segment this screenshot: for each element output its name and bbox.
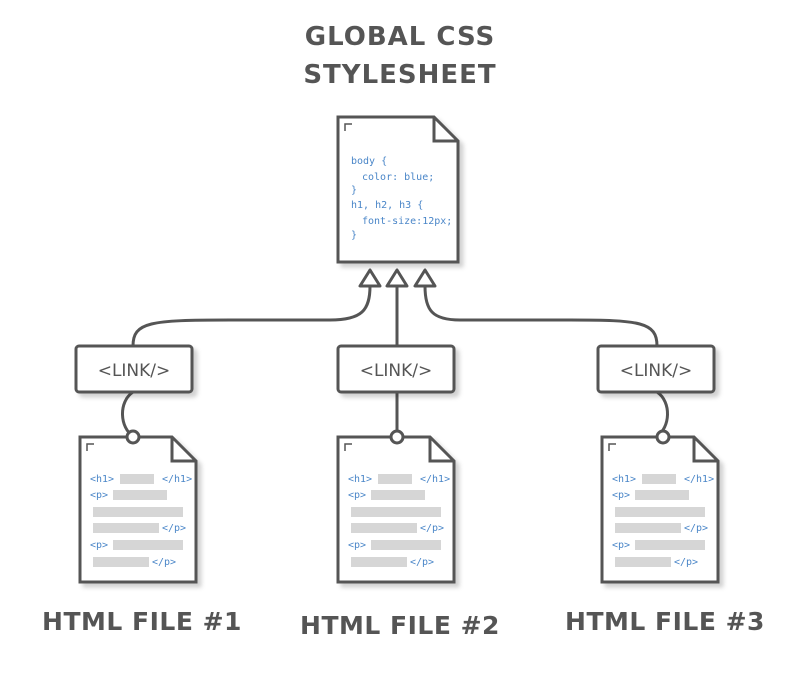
- html-document-1: <h1> </h1> <p> </p> <p> </p>: [78, 435, 198, 584]
- code-line-1: body {: [351, 156, 387, 167]
- stylesheet-code: body { color: blue; } h1, h2, h3 { font-…: [351, 156, 452, 241]
- arrowheads: [358, 268, 437, 288]
- link-label-2: <LINK/>: [360, 361, 433, 381]
- h1-open-tag: <h1>: [90, 474, 114, 485]
- html-document-2: <h1> </h1> <p> </p> <p> </p>: [336, 435, 456, 584]
- text-placeholders: [93, 474, 183, 567]
- connection-dots: [125, 429, 671, 445]
- link-box-2: <LINK/>: [336, 344, 456, 394]
- caption-html-file-2: HTML FILE #2: [300, 611, 500, 640]
- p-close-tag: </p>: [162, 523, 186, 534]
- p-open-tag: <p>: [612, 540, 630, 551]
- p-close-tag: </p>: [420, 523, 444, 534]
- link-label-3: <LINK/>: [620, 361, 693, 381]
- p-open-tag: <p>: [348, 540, 366, 551]
- connector-3: [423, 285, 659, 347]
- p-open-tag: <p>: [90, 490, 108, 501]
- html-document-3: <h1> </h1> <p> </p> <p> </p>: [600, 435, 720, 584]
- caption-html-file-3: HTML FILE #3: [565, 607, 765, 636]
- title-line-2: STYLESHEET: [303, 60, 497, 90]
- link-box-1: <LINK/>: [74, 344, 194, 394]
- link-box-3: <LINK/>: [596, 344, 716, 394]
- text-placeholders: [351, 474, 441, 567]
- stylesheet-document: body { color: blue; } h1, h2, h3 { font-…: [336, 115, 460, 264]
- h1-open-tag: <h1>: [612, 474, 636, 485]
- stylesheet-doc-fold: [432, 117, 458, 143]
- p-close-tag: </p>: [674, 557, 698, 568]
- h1-close-tag: </h1>: [162, 474, 192, 485]
- code-line-4: h1, h2, h3 {: [351, 200, 423, 211]
- link-label-1: <LINK/>: [98, 361, 171, 381]
- code-line-5: font-size:12px;: [362, 216, 452, 227]
- stylesheet-doc-shape: [336, 115, 460, 264]
- p-close-tag: </p>: [410, 557, 434, 568]
- code-line-6: }: [351, 230, 357, 241]
- caption-html-file-1: HTML FILE #1: [42, 607, 242, 636]
- stylesheet-doc-corner: [344, 123, 352, 131]
- p-open-tag: <p>: [612, 490, 630, 501]
- connection-dot-3: [655, 429, 671, 445]
- arrowhead-1: [358, 268, 382, 288]
- code-line-2: color: blue;: [362, 172, 434, 183]
- connection-dot-1: [125, 429, 141, 445]
- text-placeholders: [615, 474, 705, 567]
- p-open-tag: <p>: [348, 490, 366, 501]
- arrowhead-2: [385, 268, 409, 288]
- h1-close-tag: </h1>: [684, 474, 714, 485]
- stem-1: [121, 390, 134, 438]
- p-close-tag: </p>: [684, 523, 708, 534]
- arrowhead-3: [413, 268, 437, 288]
- h1-close-tag: </h1>: [420, 474, 450, 485]
- p-close-tag: </p>: [152, 557, 176, 568]
- stem-3: [656, 390, 669, 438]
- code-line-3: }: [351, 185, 357, 196]
- connector-1: [131, 285, 372, 347]
- connection-dot-2: [389, 429, 405, 445]
- p-open-tag: <p>: [90, 540, 108, 551]
- h1-open-tag: <h1>: [348, 474, 372, 485]
- title-line-1: GLOBAL CSS: [304, 22, 496, 52]
